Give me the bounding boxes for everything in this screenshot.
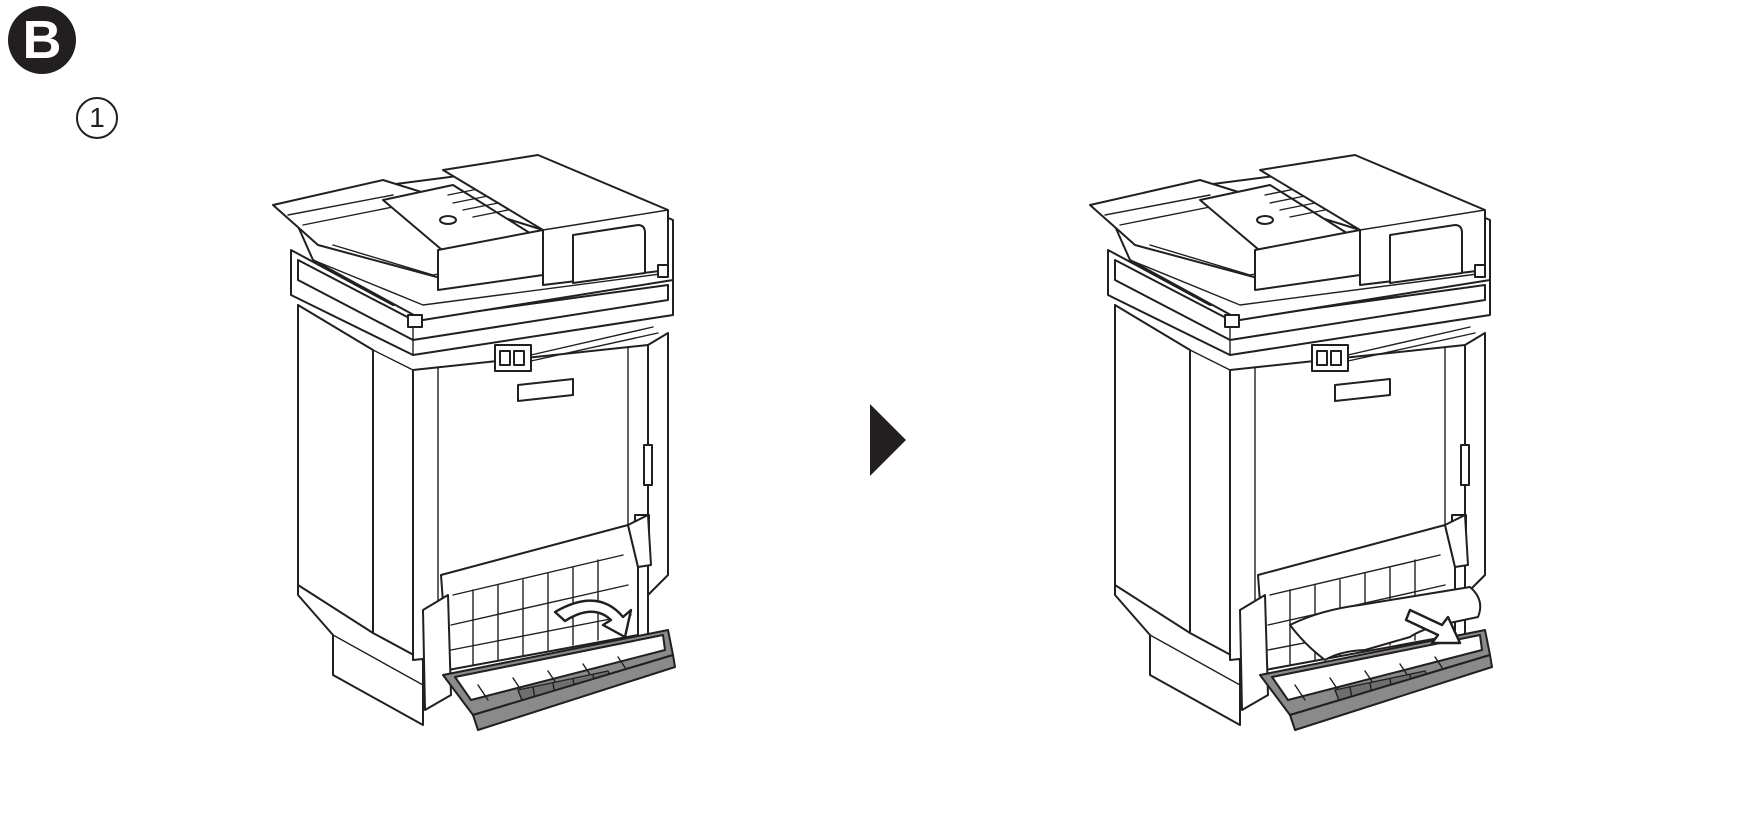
triangle-right-icon <box>870 404 906 476</box>
printer-cover-open-illustration <box>272 154 676 731</box>
section-badge: B <box>8 6 76 74</box>
printer-remove-jam-illustration <box>1089 154 1493 731</box>
step-number-circle: 1 <box>76 97 118 139</box>
